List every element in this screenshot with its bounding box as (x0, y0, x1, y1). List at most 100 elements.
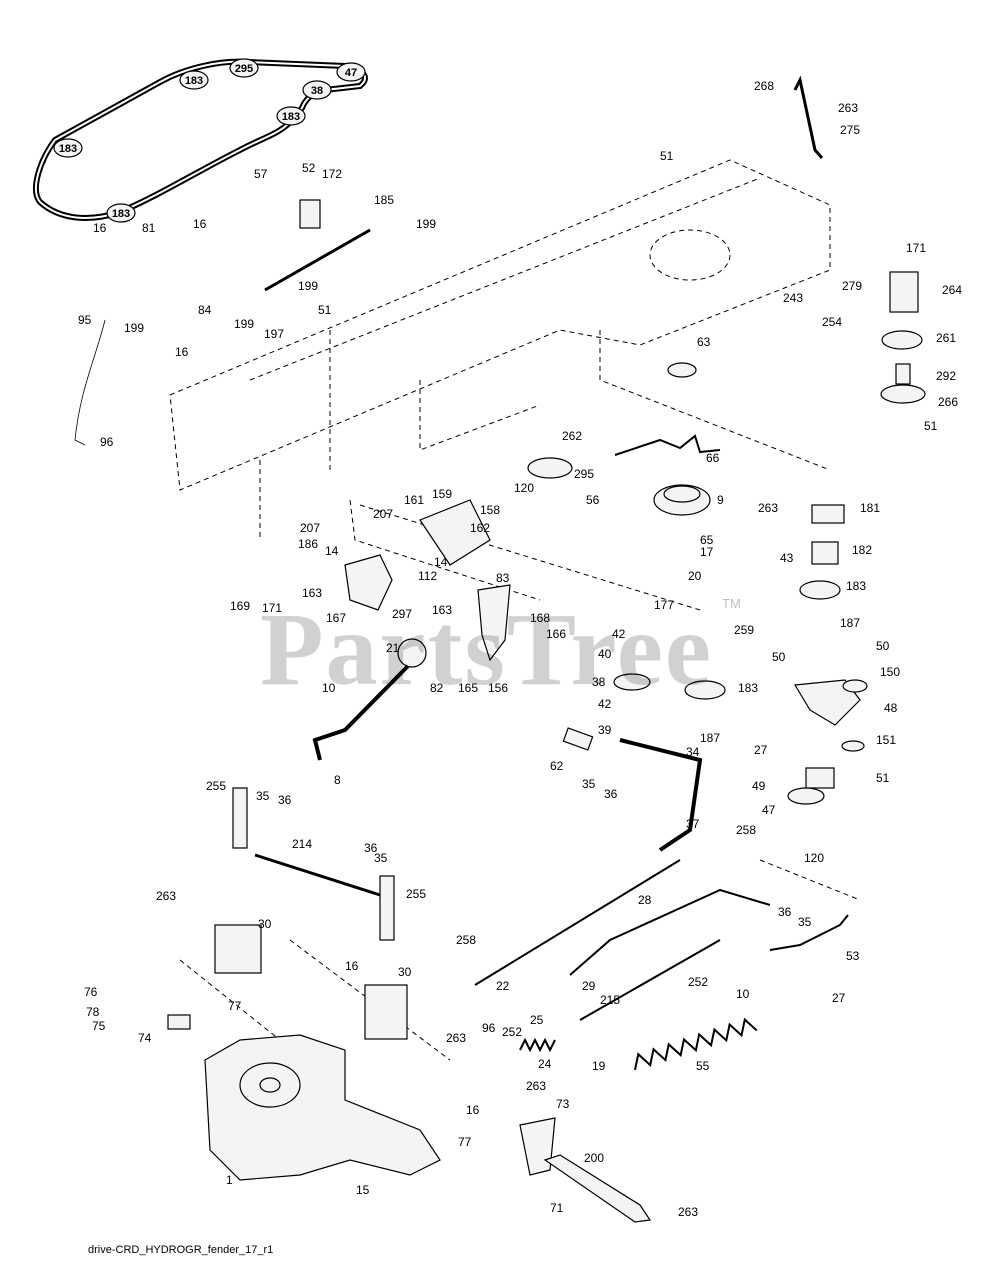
callout: 255 (206, 779, 226, 793)
callout: 77 (228, 999, 242, 1013)
callout: 62 (550, 759, 564, 773)
callout: 74 (138, 1031, 152, 1045)
callout: 24 (538, 1057, 552, 1071)
callout: 96 (482, 1021, 496, 1035)
callout: 263 (678, 1205, 698, 1219)
belt-pulley: 183 (276, 106, 306, 126)
callout: 167 (326, 611, 346, 625)
callout: 16 (466, 1103, 480, 1117)
callout: 14 (434, 555, 448, 569)
callout: 78 (86, 1005, 100, 1019)
callout: 66 (706, 451, 720, 465)
callout: 215 (600, 993, 620, 1007)
callout: 182 (852, 543, 872, 557)
callout: 258 (456, 933, 476, 947)
callout: 207 (373, 507, 393, 521)
callout: 76 (84, 985, 98, 999)
callout: 57 (254, 167, 268, 181)
spring-66 (614, 434, 721, 456)
washer-151 (841, 740, 865, 752)
belt-pulley: 38 (302, 80, 332, 100)
callout: 50 (772, 650, 786, 664)
callout: 199 (124, 321, 144, 335)
bracket-73 (519, 1117, 556, 1176)
pulley-47 (787, 787, 825, 805)
spring-55 (634, 1017, 758, 1071)
diagram-caption: drive-CRD_HYDROGR_fender_17_r1 (88, 1244, 274, 1256)
callout: 1 (226, 1173, 233, 1187)
callout: 16 (93, 221, 107, 235)
callout: 199 (298, 279, 318, 293)
callout: 82 (430, 681, 444, 695)
callout: 158 (480, 503, 500, 517)
callout: 25 (530, 1013, 544, 1027)
callout: 185 (374, 193, 394, 207)
callout: 16 (193, 217, 207, 231)
pulley-183-mid (684, 680, 726, 700)
shaft-214 (254, 853, 381, 897)
pulley-38 (613, 673, 651, 691)
callout: 183 (738, 681, 758, 695)
callout: 35 (374, 851, 388, 865)
watermark-text: PartsTree (260, 592, 714, 707)
pulley-266 (880, 384, 926, 404)
callout-labels: 57 268 263 275 52 172 185 199 51 16 81 1… (78, 79, 962, 1219)
callout: 40 (598, 647, 612, 661)
callout: 53 (846, 949, 860, 963)
callout: 171 (906, 241, 926, 255)
callout: 258 (736, 823, 756, 837)
callout: 14 (325, 544, 339, 558)
spacer-292 (895, 363, 911, 385)
callout: 255 (406, 887, 426, 901)
callout: 96 (100, 435, 114, 449)
callout: 73 (556, 1097, 570, 1111)
callout: 279 (842, 279, 862, 293)
callout: 177 (654, 598, 674, 612)
callout: 159 (432, 487, 452, 501)
watermark-tm: TM (722, 596, 741, 611)
arm-71 (543, 1154, 652, 1223)
callout: 63 (697, 335, 711, 349)
parts (74, 75, 926, 1223)
callout: 266 (938, 395, 958, 409)
callout: 187 (840, 616, 860, 630)
callout: 30 (398, 965, 412, 979)
callout: 84 (198, 303, 212, 317)
callout: 27 (754, 743, 768, 757)
callout: 252 (688, 975, 708, 989)
callout: 263 (758, 501, 778, 515)
callout: 51 (318, 303, 332, 317)
callout: 51 (876, 771, 890, 785)
svg-text:295: 295 (235, 63, 253, 75)
callout: 207 (300, 521, 320, 535)
callout: 275 (840, 123, 860, 137)
callout: 83 (496, 571, 510, 585)
callout: 51 (924, 419, 938, 433)
callout: 10 (736, 987, 750, 1001)
callout: 199 (234, 317, 254, 331)
callout: 95 (78, 313, 92, 327)
belt-pulleys: 183 295 47 38 183 183 183 (53, 58, 366, 223)
callout: 263 (446, 1031, 466, 1045)
callout: 151 (876, 733, 896, 747)
callout: 30 (258, 917, 272, 931)
callout: 35 (256, 789, 270, 803)
callout: 17 (700, 545, 714, 559)
belt-pulley: 183 (53, 138, 83, 158)
bracket-255-right (379, 875, 395, 941)
callout: 22 (496, 979, 510, 993)
bracket-172 (299, 199, 321, 229)
belt-pulley: 295 (229, 58, 259, 78)
callout: 42 (598, 697, 612, 711)
callout: 168 (530, 611, 550, 625)
callout: 263 (838, 101, 858, 115)
callout: 162 (470, 521, 490, 535)
callout: 261 (936, 331, 956, 345)
bracket-159 (419, 499, 491, 566)
callout: 264 (942, 283, 962, 297)
callout: 81 (142, 221, 156, 235)
callout: 197 (264, 327, 284, 341)
callout: 259 (734, 623, 754, 637)
callout: 187 (700, 731, 720, 745)
callout: 16 (345, 959, 359, 973)
